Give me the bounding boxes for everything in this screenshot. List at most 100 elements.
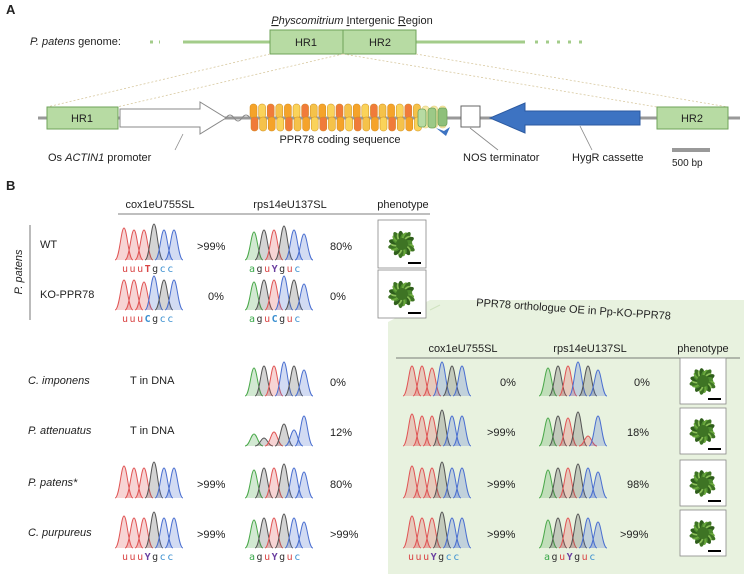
oe-rps-value: 98% — [627, 479, 649, 491]
rps-chromatogram — [244, 275, 314, 311]
ppr-repeat-unit — [378, 103, 387, 119]
nucleotide: u — [416, 552, 424, 563]
nucleotide: g — [552, 552, 560, 563]
nucleotide: g — [279, 314, 287, 325]
ppr-repeat-unit — [352, 103, 361, 119]
rps-value: 0% — [330, 291, 346, 303]
oe-header-rps: rps14eU137SL — [553, 343, 626, 355]
rps-value: 12% — [330, 427, 352, 439]
hr2-construct-box — [656, 106, 729, 130]
oe-cox-chromatogram — [402, 461, 472, 499]
rps-value: 80% — [330, 479, 352, 491]
oe-phenotype-image — [679, 407, 727, 455]
promoter-arrow — [119, 101, 227, 135]
cox-value: >99% — [197, 529, 226, 541]
promoter-gene: ACTIN1 — [64, 152, 104, 164]
hr1-construct-label: HR1 — [71, 113, 93, 125]
nucleotide: Y — [145, 552, 153, 563]
terminator-label: NOS terminator — [463, 152, 540, 164]
trace-peak — [164, 279, 184, 311]
cox-sequence: uuuTgcc — [122, 264, 175, 275]
nucleotide: c — [589, 552, 597, 563]
rps-chromatogram — [244, 513, 314, 549]
nucleotide: C — [272, 314, 280, 325]
cox-chromatogram — [114, 511, 184, 549]
genome-species: P. patens — [30, 36, 76, 48]
oe-phenotype-image — [679, 357, 727, 405]
trace-peak — [452, 517, 472, 549]
nucleotide: u — [582, 552, 590, 563]
ppr-terminal-domains — [417, 107, 448, 129]
nucleotide: u — [130, 552, 138, 563]
rps-chromatogram — [244, 463, 314, 499]
trace-peak — [588, 415, 608, 447]
rps-value: >99% — [330, 529, 359, 541]
oe-cox-chromatogram — [402, 361, 472, 397]
oe-rps-value: >99% — [620, 529, 649, 541]
hygr-arrow — [488, 102, 641, 134]
oe-cox-sequence: uuuYgcc — [408, 552, 461, 563]
ppr-repeat-unit — [395, 103, 404, 119]
ppr-repeat-unit — [345, 116, 353, 132]
row-name: C. imponens — [28, 375, 90, 387]
nucleotide: Y — [567, 552, 575, 563]
trace-peak — [588, 369, 608, 397]
oe-header-cox: cox1eU755SL — [428, 343, 497, 355]
oe-cox-chromatogram — [402, 511, 472, 549]
nucleotide: u — [287, 314, 295, 325]
nucleotide: g — [257, 314, 265, 325]
region-title-part: I — [346, 15, 349, 27]
ppr-repeat-unit — [250, 116, 259, 132]
rps-sequence: aguCguc — [249, 314, 302, 325]
trace-peak — [578, 435, 598, 447]
nucleotide: c — [160, 314, 168, 325]
nos-terminator-box — [460, 105, 481, 128]
nucleotide: u — [559, 552, 567, 563]
oe-rps-value: 18% — [627, 427, 649, 439]
nucleotide: u — [130, 264, 138, 275]
nucleotide: u — [137, 314, 145, 325]
genome-suffix: genome: — [75, 36, 121, 48]
oe-phenotype-image — [679, 509, 727, 557]
region-title: Physcomitrium Intergenic Region — [271, 15, 432, 27]
nucleotide: a — [249, 314, 257, 325]
ppr-repeat-unit — [258, 103, 266, 119]
hygr-label: HygR cassette — [572, 152, 644, 164]
ppr-repeat-unit — [259, 116, 267, 132]
trace-peak — [568, 411, 588, 447]
phenotype-image — [377, 269, 427, 319]
nucleotide: g — [279, 552, 287, 563]
ppr-end-marker — [436, 127, 450, 136]
ppr-repeat-unit — [319, 116, 328, 132]
hr1-construct-box — [46, 106, 119, 130]
projection-lines — [46, 53, 729, 108]
oe-panel — [388, 300, 744, 574]
cox-text: T in DNA — [130, 425, 175, 437]
region-title-part: P — [271, 15, 279, 27]
trace-peak — [264, 431, 284, 447]
nucleotide: u — [137, 264, 145, 275]
trace-peak — [588, 521, 608, 549]
row-name: P. patens* — [28, 477, 78, 489]
ppr-repeat-unit — [362, 116, 371, 132]
trace-peak — [294, 415, 314, 447]
promoter-linker — [225, 114, 251, 122]
trace-peak — [284, 429, 304, 447]
scale-label: 500 bp — [672, 158, 703, 169]
ppr-repeat-unit — [267, 116, 276, 132]
rps-value: 0% — [330, 377, 346, 389]
cox-value: >99% — [197, 241, 226, 253]
ppr-repeat-unit — [370, 103, 378, 119]
nucleotide: u — [264, 552, 272, 563]
ppr-repeat-unit — [328, 116, 336, 132]
region-title-part: ntergenic — [350, 15, 398, 27]
ppr-repeat-unit — [353, 116, 362, 132]
ppr-repeat-unit — [301, 103, 309, 119]
oe-rps-chromatogram — [538, 513, 608, 549]
ppr-repeat-unit — [249, 103, 258, 119]
trace-peak — [294, 283, 314, 311]
hr2-genome-label: HR2 — [369, 37, 391, 49]
